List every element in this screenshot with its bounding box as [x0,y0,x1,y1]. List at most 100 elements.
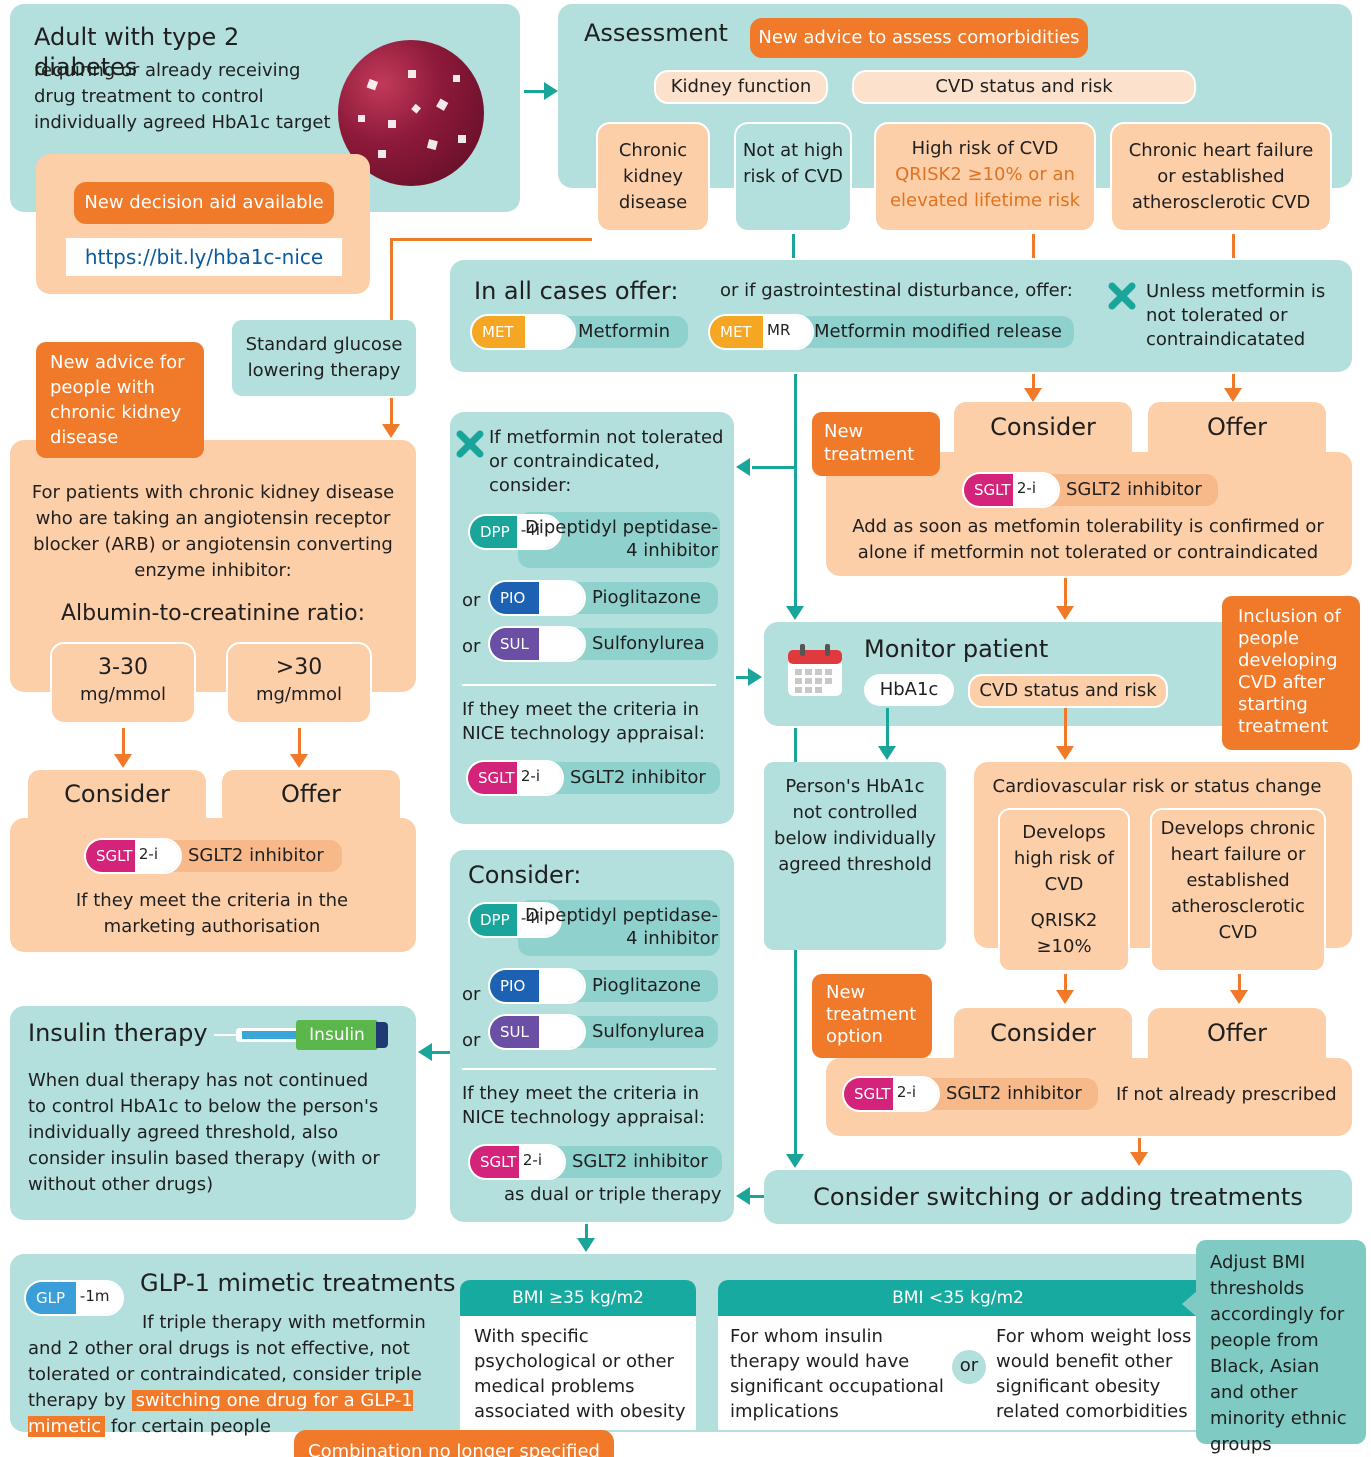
newtx-offer-tab: Offer [1148,402,1326,454]
glp-text: If triple therapy with metformin and 2 o… [28,1312,426,1437]
glp-capsule-icon: GLP-1m [24,1280,124,1316]
new-advice-comorbidities: New advice to assess comorbidities [750,18,1088,58]
develops-qrisk-text: QRISK2 ≥10% [1030,910,1098,957]
metformin-row: MET Metformin [470,314,688,350]
ckd-offer-tab: Offer [222,770,400,820]
sul-row-2: SUL Sulfonylurea [488,1014,718,1050]
dpp4-row: DPP-4i Dipeptidyl peptidase-4 inhibitor [468,512,720,568]
bmi-lt35-text-a: For whom insulin therapy would have sign… [730,1326,944,1422]
cv-change-title: Cardiovascular risk or status change [992,776,1322,797]
ckd-consider-tab: Consider [28,770,206,820]
hba1c-tag: HbA1c [864,674,954,706]
intro-title: Adult with type 2 diabetes [34,23,240,81]
sul-label-2: Sulfonylurea [592,1021,705,1042]
sul-label: Sulfonylurea [592,633,705,654]
ckd-advice-text: For patients with chronic kidney disease… [31,482,395,581]
dpp4-capsule-icon-2: DPP-4i [468,902,562,938]
or-4: or [462,1030,481,1051]
acr-3-30-unit: mg/mmol [79,684,167,705]
ckd-sglt2-label: SGLT2 inhibitor [188,845,324,866]
pio-row-2: PIO Pioglitazone [488,968,718,1004]
sglt2-label-2: SGLT2 inhibitor [572,1151,708,1172]
met-capsule-icon: MET [470,314,576,350]
chf-box: Chronic heart failure or established ath… [1110,122,1332,232]
nice-text-2: If they meet the criteria in NICE techno… [462,1083,705,1128]
cv-sglt2-label: SGLT2 inhibitor [946,1083,1082,1104]
high-risk-title: High risk of CVD [911,138,1059,159]
acr-label: Albumin-to-creatinine ratio: [60,601,365,626]
qrisk-text: QRISK2 ≥10% or an elevated lifetime risk [889,164,1081,211]
acr-30-unit: mg/mmol [255,684,343,705]
not-tolerated-box [450,412,734,824]
cross-icon [1108,282,1136,310]
bmi35-text: With specific psychological or other med… [474,1326,686,1422]
new-treatment-label: New treatment [812,412,940,476]
consider-title: Consider: [468,861,582,889]
kidney-function-label: Kidney function [654,70,828,104]
ckd-box: Chronic kidney disease [596,122,710,232]
metformin-mr-label: Metformin modified release [814,321,1062,342]
cv-offer-tab: Offer [1148,1008,1326,1060]
pio-label: Pioglitazone [592,587,701,608]
not-tolerated-title: If metformin not tolerated or contraindi… [489,427,724,496]
or-3: or [462,984,481,1005]
or-1: or [462,590,481,611]
nice-text-1: If they meet the criteria in NICE techno… [462,699,705,744]
acr-3-30-box: 3-30 mg/mmol [50,642,196,724]
newtx-consider-tab: Consider [954,402,1132,454]
combination-label: Combination no longer specified [294,1430,614,1457]
sul-row: SUL Sulfonylurea [488,626,718,662]
new-decision-aid-label: New decision aid available [74,182,334,224]
calendar-icon [786,642,844,698]
dpp4-row-2: DPP-4i Dipeptidyl peptidase-4 inhibitor [468,900,720,956]
not-already-prescribed: If not already prescribed [1116,1084,1337,1105]
acr-3-30-value: 3-30 [98,655,148,680]
bmi35-header: BMI ≥35 kg/m2 [460,1280,696,1316]
sul-capsule-icon: SUL [488,626,586,662]
switch-box: Consider switching or adding treatments [764,1170,1352,1224]
pio-label-2: Pioglitazone [592,975,701,996]
pio-row: PIO Pioglitazone [488,580,718,616]
monitor-title: Monitor patient [864,635,1049,663]
cvd-status-label: CVD status and risk [852,70,1196,104]
newtx-text: Add as soon as metfomin tolerability is … [852,516,1324,563]
insulin-text: When dual therapy has not continued to c… [28,1070,380,1195]
unless-text: Unless metformin is not tolerated or con… [1146,281,1326,350]
syringe-icon: Insulin [214,1020,388,1050]
adjust-bmi-note: Adjust BMI thresholds accordingly for pe… [1196,1240,1366,1455]
or-circle: or [952,1350,986,1384]
gi-text: or if gastrointestinal disturbance, offe… [720,280,1073,301]
pio-capsule-icon-2: PIO [488,968,586,1004]
dpp4-label-2: Dipeptidyl peptidase-4 inhibitor [524,905,718,949]
metformin-label: Metformin [578,321,671,342]
new-advice-ckd: New advice for people with chronic kidne… [36,342,204,458]
all-cases-title: In all cases offer: [474,277,679,305]
assessment-title: Assessment [584,19,728,47]
standard-therapy-box: Standard glucose lowering therapy [232,320,416,396]
newtx-sglt2-label: SGLT2 inhibitor [1066,479,1202,500]
insulin-label-icon: Insulin [296,1020,378,1050]
decision-aid-link[interactable]: https://bit.ly/hba1c-nice [66,238,342,276]
acr-30-value: >30 [275,655,323,680]
monitor-cvd-tag: CVD status and risk [968,674,1168,708]
blood-cells-icon [358,70,466,158]
dpp4-label: Dipeptidyl peptidase-4 inhibitor [524,517,718,561]
cross-icon-2 [456,430,484,458]
dual-triple-text: as dual or triple therapy [504,1184,722,1205]
acr-30-box: >30 mg/mmol [226,642,372,724]
high-risk-box: High risk of CVD QRISK2 ≥10% or an eleva… [874,122,1096,232]
new-treatment-option-label: New treatment option [812,974,932,1058]
not-high-risk-box: Not at high risk of CVD [734,122,852,232]
develops-high-risk-box: Develops high risk of CVD QRISK2 ≥10% [998,808,1130,972]
develops-chf-box: Develops chronic heart failure or establ… [1150,808,1326,972]
